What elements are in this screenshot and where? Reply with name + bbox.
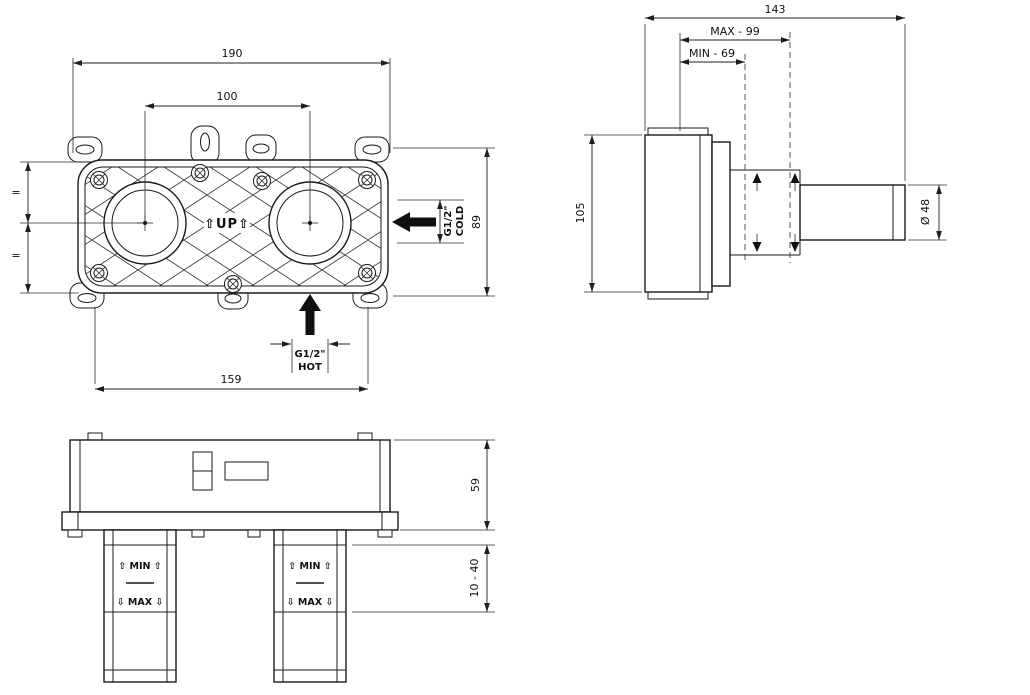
bottom-housing [69, 439, 391, 513]
tab-slot [75, 144, 95, 155]
dim-port-spacing: 100 [144, 90, 311, 222]
tab-slot [360, 293, 380, 303]
port-right [268, 181, 352, 265]
adjust-arrows [752, 173, 800, 252]
tab-slot [252, 143, 270, 154]
dim-text-159: 159 [221, 373, 242, 386]
dim-text-diameter: Ø 48 [919, 199, 932, 225]
dim-text-100: 100 [217, 90, 238, 103]
dim-depth-max: MAX - 99 [679, 25, 790, 131]
tab-slot [200, 132, 210, 152]
plate-foot [67, 529, 83, 538]
max-marking: ⇩ MAX ⇩ [117, 597, 164, 608]
dim-text-59: 59 [469, 478, 482, 492]
screw [224, 275, 242, 293]
top-tab [357, 432, 373, 441]
side-cartridge-cylinder [799, 184, 906, 241]
screw [90, 171, 108, 189]
side-sleeve [730, 32, 801, 263]
cold-size-label: G1/2" [443, 206, 454, 237]
hot-size-label: G1/2" [295, 349, 326, 360]
top-tab [87, 432, 103, 441]
left-adjust-leg: ⇧ MIN ⇧ ⇩ MAX ⇩ [103, 529, 177, 683]
dim-depth-overall: 143 [644, 3, 906, 181]
dim-text-equal-top: = [11, 186, 20, 199]
up-label-mask [204, 213, 250, 233]
max-marking: ⇩ MAX ⇩ [287, 597, 334, 608]
dim-width-overall: 190 [72, 47, 391, 153]
dim-text-143: 143 [765, 3, 786, 16]
dim-text-min69: MIN - 69 [689, 47, 735, 60]
plate-tab [247, 529, 261, 538]
hot-label: HOT [298, 362, 322, 373]
hot-flow-arrow [299, 294, 321, 335]
dim-text-105: 105 [574, 203, 587, 224]
hot-inlet-callout: G1/2" HOT [270, 339, 350, 373]
dim-text-10-40: 10 - 40 [468, 559, 481, 598]
plate-foot [377, 529, 393, 538]
dim-text-max99: MAX - 99 [710, 25, 760, 38]
min-marking: ⇧ MIN ⇧ [288, 561, 331, 572]
dim-text-equal-bottom: = [11, 249, 20, 262]
side-flange-top [647, 127, 709, 136]
dim-body-depth: 59 [394, 439, 495, 531]
dim-text-190: 190 [222, 47, 243, 60]
side-wall-plate [711, 141, 731, 287]
screw [191, 164, 209, 182]
min-marking: ⇧ MIN ⇧ [118, 561, 161, 572]
dim-diameter: Ø 48 [908, 184, 947, 241]
screw [253, 172, 271, 190]
right-adjust-leg: ⇧ MIN ⇧ ⇩ MAX ⇩ [273, 529, 347, 683]
mounting-tabs [67, 125, 390, 310]
bottom-view: ⇧ MIN ⇧ ⇩ MAX ⇩ ⇧ MIN ⇧ ⇩ MAX ⇩ 59 [61, 432, 495, 683]
screw [358, 171, 376, 189]
side-view: 143 MAX - 99 MIN - 69 105 Ø 48 [574, 3, 947, 300]
side-flange-bottom [647, 291, 709, 300]
housing-details [192, 451, 269, 491]
screw [90, 264, 108, 282]
tab-slot [362, 144, 382, 155]
dim-text-89: 89 [470, 215, 483, 229]
cold-flow-arrow [392, 212, 436, 232]
cold-label: COLD [455, 206, 466, 237]
up-label: ⇧UP⇧ [204, 217, 250, 232]
dim-equal-spacing: = = [11, 161, 148, 294]
tab-slot [77, 293, 97, 303]
dim-depth-min: MIN - 69 [680, 47, 745, 65]
dim-height: 89 [393, 147, 495, 297]
tab-slot [224, 293, 242, 304]
dim-width-lower: 159 [94, 307, 369, 392]
screw [358, 264, 376, 282]
cold-inlet-callout: G1/2" COLD [397, 199, 466, 244]
plate-tab [191, 529, 205, 538]
fixing-screws [90, 164, 376, 293]
front-view: ⇧UP⇧ 190 100 159 [11, 47, 495, 392]
side-housing-box [644, 134, 713, 293]
dim-adjust-range: 10 - 40 [352, 544, 495, 613]
mounting-plate [61, 511, 399, 531]
dim-side-height: 105 [574, 134, 642, 293]
